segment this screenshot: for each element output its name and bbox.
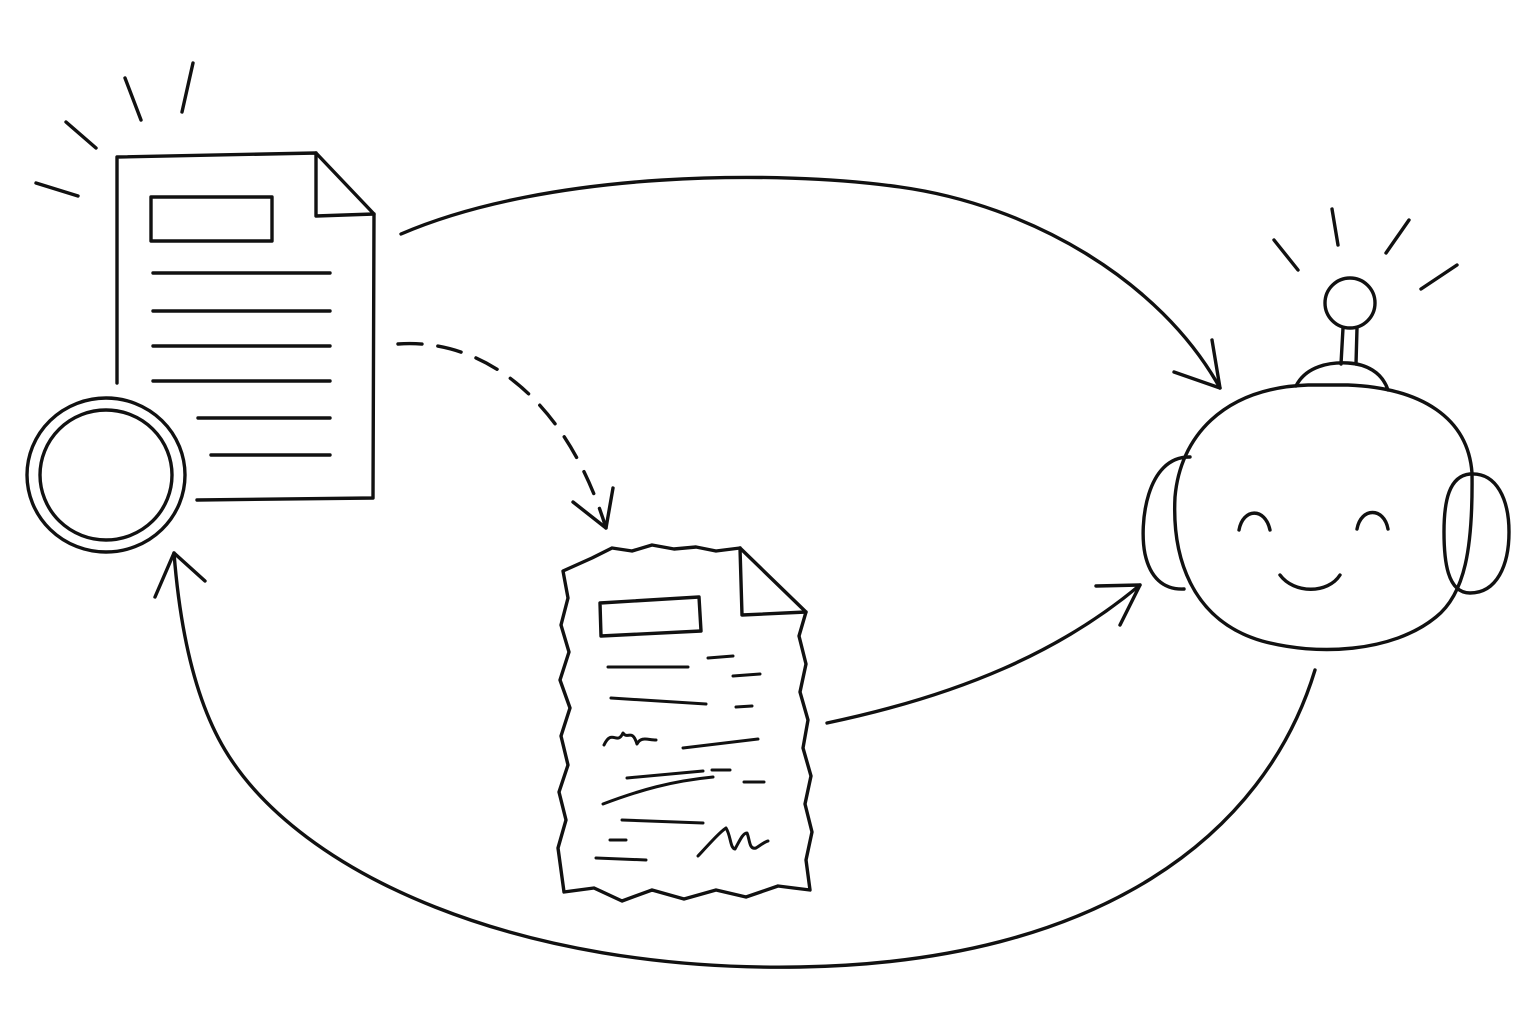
sparkle-icon	[34, 61, 195, 198]
robot-head-icon	[1141, 276, 1511, 652]
original-document-icon	[115, 151, 376, 502]
crumpled-document-icon	[556, 543, 814, 903]
arrow-robot-to-badge	[153, 551, 1317, 969]
sparkle-icon	[1272, 207, 1459, 291]
arrow-document-to-crumpled	[396, 341, 615, 530]
arrow-crumpled-to-robot	[825, 583, 1142, 725]
arrow-document-to-robot	[399, 175, 1222, 390]
ring-icon	[25, 396, 187, 554]
